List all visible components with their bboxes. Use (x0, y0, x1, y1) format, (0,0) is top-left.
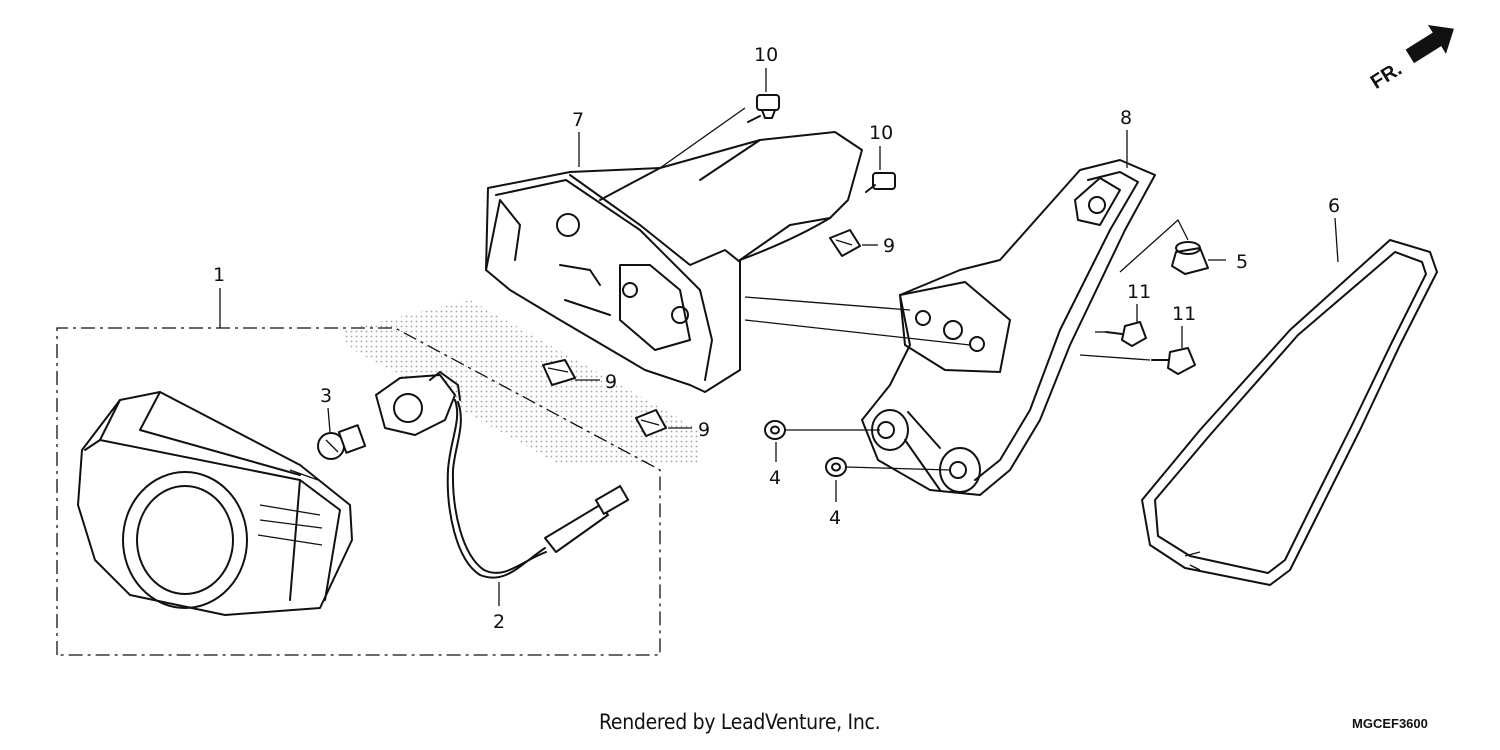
callout-5[interactable]: 5 (1236, 251, 1248, 273)
clip-9a[interactable] (829, 229, 861, 257)
screw-10b[interactable] (865, 172, 896, 193)
bulb[interactable] (317, 424, 367, 460)
headlight-unit[interactable] (77, 391, 353, 616)
leader-lines (219, 68, 1339, 606)
callout-4a[interactable]: 4 (769, 467, 781, 489)
callout-9a[interactable]: 9 (883, 235, 895, 257)
collar-4a[interactable] (764, 420, 786, 440)
callout-2[interactable]: 2 (493, 611, 505, 633)
callouts: 1 2 3 4 4 5 6 7 8 9 9 9 10 10 11 11 (213, 44, 1340, 633)
upper-cowl[interactable] (485, 131, 863, 393)
grommet-5[interactable] (1171, 241, 1209, 275)
front-direction-indicator: FR. (1367, 24, 1454, 94)
callout-10b[interactable]: 10 (869, 122, 893, 144)
bolt-11a[interactable] (1105, 321, 1147, 347)
clip-9c[interactable] (635, 409, 667, 437)
diagram-code: MGCEF3600 (1352, 716, 1428, 731)
front-label: FR. (1367, 58, 1406, 94)
lens-rim[interactable] (1141, 239, 1438, 586)
clip-9b[interactable] (542, 359, 576, 386)
callout-11b[interactable]: 11 (1172, 303, 1196, 325)
screw-10a[interactable] (747, 94, 780, 123)
callout-9c[interactable]: 9 (698, 419, 710, 441)
callout-1[interactable]: 1 (213, 264, 225, 286)
callout-10a[interactable]: 10 (754, 44, 778, 66)
front-arrow-icon (1405, 24, 1454, 64)
callout-8[interactable]: 8 (1120, 107, 1132, 129)
render-credit: Rendered by LeadVenture, Inc. (599, 710, 881, 734)
assembly-box (56, 327, 661, 656)
callout-9b[interactable]: 9 (605, 371, 617, 393)
callout-6[interactable]: 6 (1328, 195, 1340, 217)
socket-harness[interactable] (375, 371, 630, 579)
callout-4b[interactable]: 4 (829, 507, 841, 529)
bolt-11b[interactable] (1151, 347, 1196, 375)
stay-bracket[interactable] (861, 159, 1156, 496)
callout-11a[interactable]: 11 (1127, 281, 1151, 303)
watermark (345, 300, 700, 465)
callout-3[interactable]: 3 (320, 385, 332, 407)
callout-7[interactable]: 7 (572, 109, 584, 131)
collar-4b[interactable] (825, 457, 847, 477)
